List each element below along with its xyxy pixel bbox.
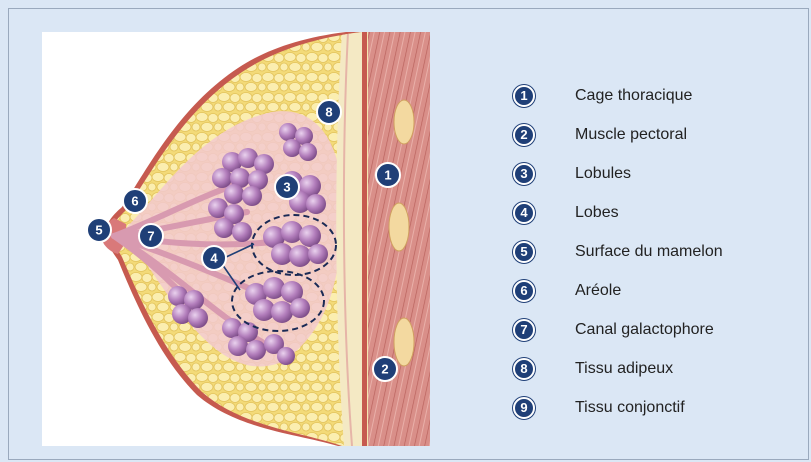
svg-text:2: 2 — [381, 362, 388, 377]
marker-7: 7 — [139, 224, 163, 248]
legend-label: Surface du mamelon — [575, 243, 723, 261]
legend-label: Tissu adipeux — [575, 360, 673, 378]
svg-text:3: 3 — [283, 180, 290, 195]
marker-1: 1 — [376, 163, 400, 187]
legend-item-5: 5 Surface du mamelon — [513, 232, 803, 271]
marker-5: 5 — [87, 218, 111, 242]
svg-text:8: 8 — [325, 105, 332, 120]
legend-badge: 1 — [513, 85, 535, 107]
legend-label: Canal galactophore — [575, 321, 714, 339]
legend-label: Lobules — [575, 165, 631, 183]
legend-badge: 2 — [513, 124, 535, 146]
legend-item-8: 8 Tissu adipeux — [513, 349, 803, 388]
breast-anatomy-illustration: 1 2 3 4 5 6 7 8 — [42, 32, 430, 446]
legend-item-4: 4 Lobes — [513, 193, 803, 232]
marker-3: 3 — [275, 175, 299, 199]
legend-item-6: 6 Aréole — [513, 271, 803, 310]
svg-text:1: 1 — [384, 168, 391, 183]
legend-item-3: 3 Lobules — [513, 154, 803, 193]
marker-2: 2 — [373, 357, 397, 381]
legend-item-7: 7 Canal galactophore — [513, 310, 803, 349]
legend-label: Cage thoracique — [575, 87, 692, 105]
legend-badge: 8 — [513, 358, 535, 380]
legend-label: Muscle pectoral — [575, 126, 687, 144]
svg-text:4: 4 — [210, 251, 218, 266]
legend-label: Lobes — [575, 204, 619, 222]
legend-badge: 6 — [513, 280, 535, 302]
svg-text:5: 5 — [95, 223, 102, 238]
legend: 1 Cage thoracique 2 Muscle pectoral 3 Lo… — [513, 76, 803, 427]
legend-label: Tissu conjonctif — [575, 399, 685, 417]
marker-4: 4 — [202, 246, 226, 270]
legend-badge: 9 — [513, 397, 535, 419]
legend-badge: 7 — [513, 319, 535, 341]
legend-badge: 3 — [513, 163, 535, 185]
marker-8: 8 — [317, 100, 341, 124]
legend-item-9: 9 Tissu conjonctif — [513, 388, 803, 427]
marker-6: 6 — [123, 189, 147, 213]
legend-label: Aréole — [575, 282, 621, 300]
svg-text:7: 7 — [147, 229, 154, 244]
legend-badge: 5 — [513, 241, 535, 263]
legend-badge: 4 — [513, 202, 535, 224]
svg-text:6: 6 — [131, 194, 138, 209]
legend-item-2: 2 Muscle pectoral — [513, 115, 803, 154]
legend-item-1: 1 Cage thoracique — [513, 76, 803, 115]
